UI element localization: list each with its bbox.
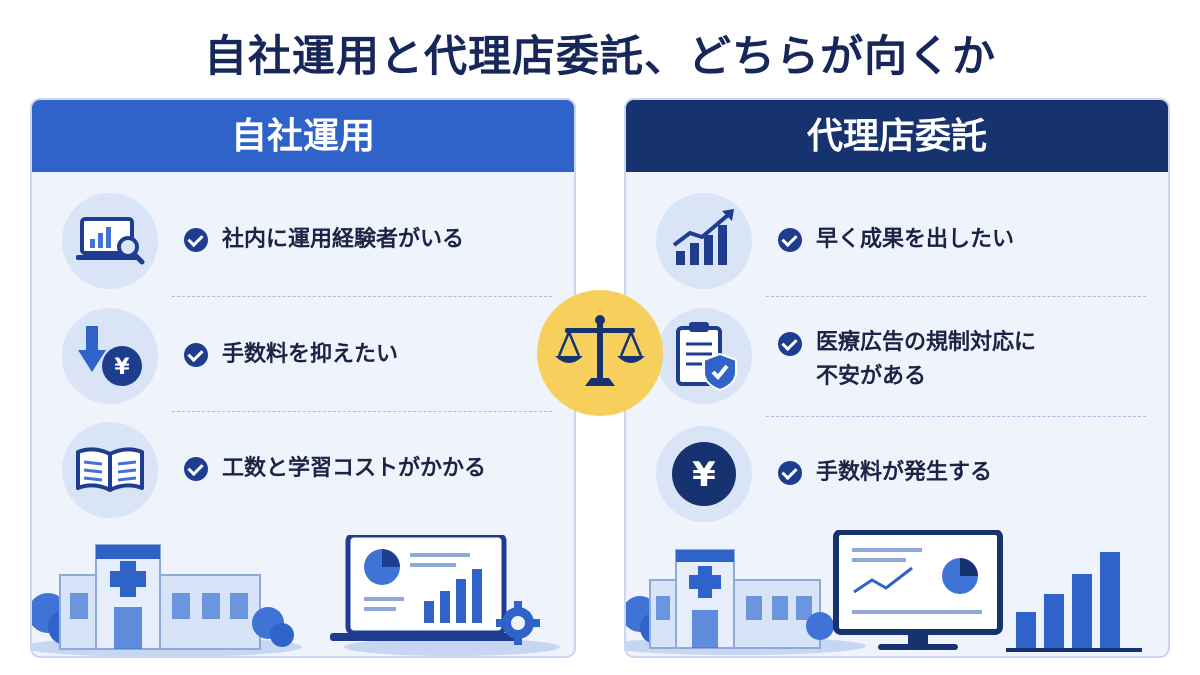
check-icon: [184, 228, 208, 252]
list-item: 早く成果を出したい: [626, 185, 1168, 295]
list-item: 工数と学習コストがかかる: [32, 418, 574, 528]
yen-icon: ¥: [656, 426, 752, 522]
page-title: 自社運用と代理店委託、どちらが向くか: [204, 32, 996, 82]
svg-text:¥: ¥: [692, 455, 716, 495]
check-icon: [184, 457, 208, 481]
open-book-icon: [62, 422, 158, 518]
svg-text:¥: ¥: [114, 355, 130, 380]
divider: [766, 296, 1146, 297]
list-item: 社内に運用経験者がいる: [32, 185, 574, 295]
item-text: 早く成果を出したい: [816, 227, 1015, 252]
check-icon: [184, 343, 208, 367]
divider: [766, 416, 1146, 417]
item-text: 社内に運用経験者がいる: [222, 227, 465, 252]
check-icon: [778, 228, 802, 252]
list-item: ¥ 手数料が発生する: [626, 422, 1168, 532]
agency-heading: 代理店委託: [626, 100, 1168, 172]
balance-scale-icon: [537, 290, 663, 416]
hospital-dashboard-illustration: [626, 530, 1142, 655]
list-item: ¥ 手数料を抑えたい: [32, 304, 574, 414]
yen-down-icon: ¥: [62, 308, 158, 404]
check-icon: [778, 461, 802, 485]
item-text: 工数と学習コストがかかる: [222, 456, 487, 481]
item-text: 手数料を抑えたい: [222, 342, 399, 367]
clipboard-shield-icon: [656, 308, 752, 404]
hospital-laptop-illustration: [32, 535, 560, 656]
growth-chart-icon: [656, 193, 752, 289]
in-house-panel: 自社運用 社内に運用経験者がいる ¥: [30, 98, 576, 658]
divider: [172, 411, 552, 412]
check-icon: [778, 332, 802, 356]
item-text: 医療広告の規制対応に 不安がある: [816, 330, 1037, 389]
agency-panel: 代理店委託 早く成果を出したい: [624, 98, 1170, 658]
laptop-analytics-icon: [62, 193, 158, 289]
list-item: 医療広告の規制対応に 不安がある: [626, 304, 1168, 414]
in-house-heading: 自社運用: [32, 100, 574, 172]
item-text: 手数料が発生する: [816, 460, 993, 485]
divider: [172, 296, 552, 297]
